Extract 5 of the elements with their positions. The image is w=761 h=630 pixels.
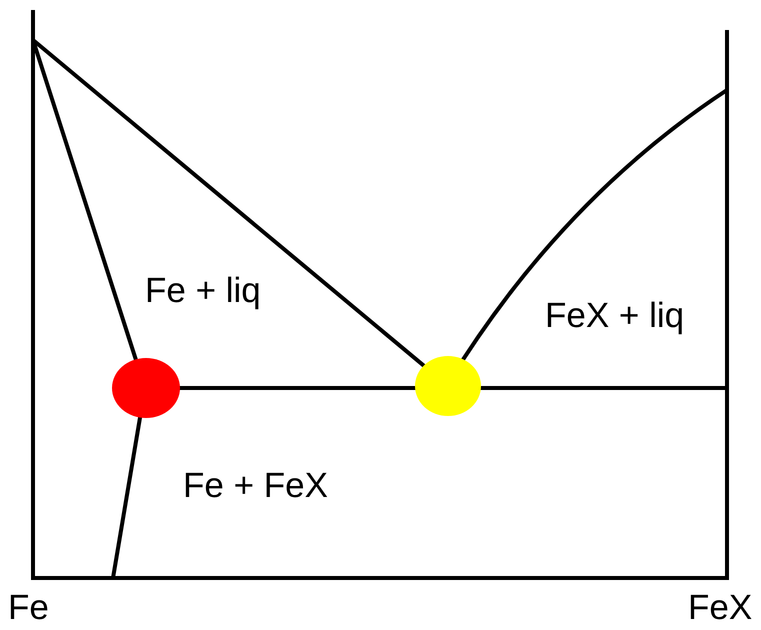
axis-label: FeX: [688, 590, 752, 625]
region-label: Fe + liq: [145, 273, 261, 308]
region-label: FeX + liq: [545, 298, 684, 333]
region-label: Fe + FeX: [183, 468, 328, 503]
axis-label: Fe: [8, 590, 49, 625]
